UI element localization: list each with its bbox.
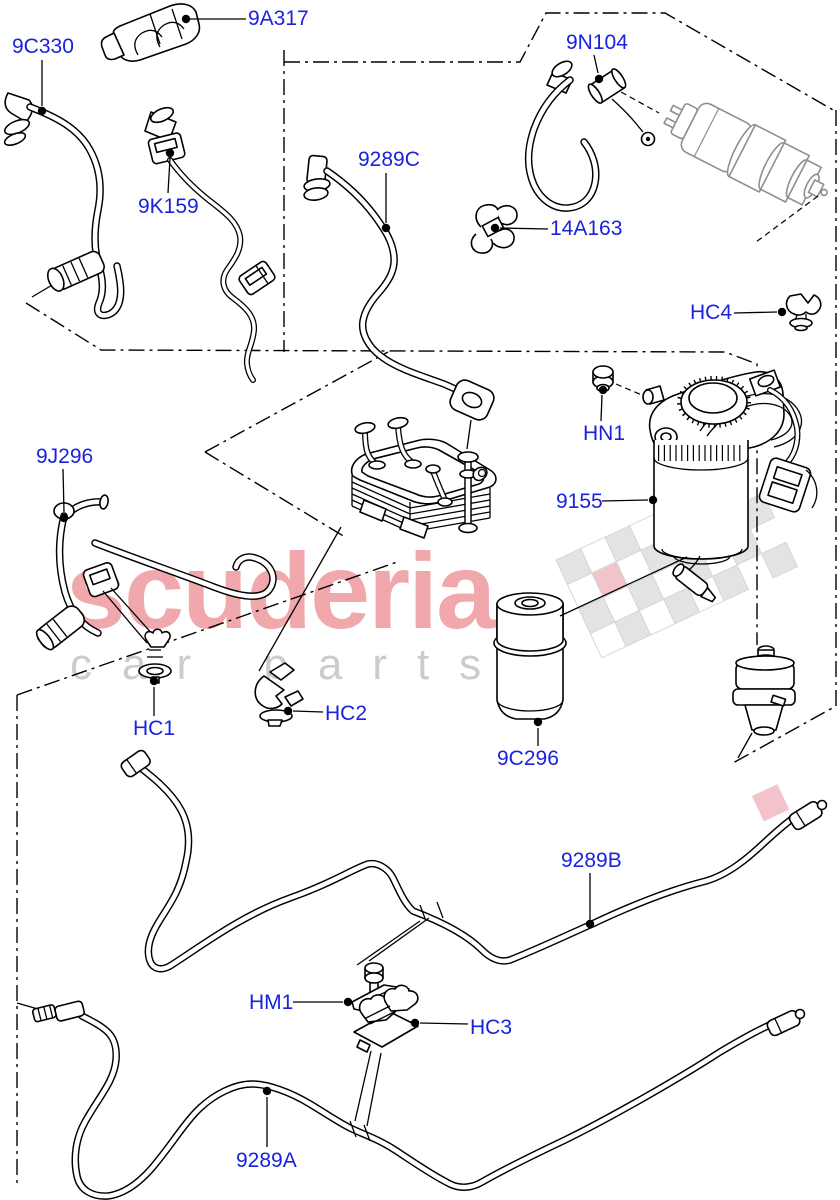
tube-9289b xyxy=(120,749,828,973)
part-label-hc1[interactable]: HC1 xyxy=(133,717,176,740)
part-label-hc4[interactable]: HC4 xyxy=(690,301,733,324)
clip-hc2 xyxy=(254,662,304,727)
part-label-9n104[interactable]: 9N104 xyxy=(566,31,628,54)
nut-hn1 xyxy=(592,365,664,405)
fuel-filter-9155 xyxy=(642,369,818,603)
clip-hc4 xyxy=(785,293,822,332)
hose-9j296 xyxy=(35,494,342,672)
clip-hc1 xyxy=(138,628,172,684)
region-boundaries xyxy=(16,12,837,1183)
fuel-line-9c330 xyxy=(3,92,125,320)
part-label-9c330[interactable]: 9C330 xyxy=(12,35,74,58)
filter-element-9c296 xyxy=(493,556,688,720)
watermark-tagline: car parts xyxy=(70,640,512,689)
part-label-9289b[interactable]: 9289B xyxy=(561,849,622,872)
clip-hc3 xyxy=(353,984,419,1127)
part-label-hc2[interactable]: HC2 xyxy=(325,702,368,725)
part-label-9289a[interactable]: 9289A xyxy=(236,1149,297,1172)
tube-9289c xyxy=(303,154,495,450)
pump-assembly-line xyxy=(755,195,819,243)
part-label-hc3[interactable]: HC3 xyxy=(470,1016,513,1039)
tube-9k159 xyxy=(144,106,276,383)
fuel-pump-reference xyxy=(663,102,828,206)
part-label-14a163[interactable]: 14A163 xyxy=(550,217,623,240)
tube-9289a xyxy=(31,1000,806,1200)
part-label-9k159[interactable]: 9K159 xyxy=(138,195,199,218)
part-label-hn1[interactable]: HN1 xyxy=(583,422,626,445)
watermark-brand: scuderia xyxy=(66,530,496,651)
part-label-9j296[interactable]: 9J296 xyxy=(36,445,94,468)
part-label-9289c[interactable]: 9289C xyxy=(358,148,420,171)
part-label-hm1[interactable]: HM1 xyxy=(249,991,294,1014)
water-sensor-reference xyxy=(732,645,796,759)
clip-14a163 xyxy=(470,203,518,254)
part-label-9155[interactable]: 9155 xyxy=(556,490,603,513)
part-label-9c296[interactable]: 9C296 xyxy=(497,747,559,770)
clamp-9a317 xyxy=(100,3,201,62)
fuel-cooler-reference xyxy=(350,416,497,539)
part-label-9a317[interactable]: 9A317 xyxy=(248,7,309,30)
hose-9n104 xyxy=(524,60,660,212)
label-leaders xyxy=(37,14,787,1147)
